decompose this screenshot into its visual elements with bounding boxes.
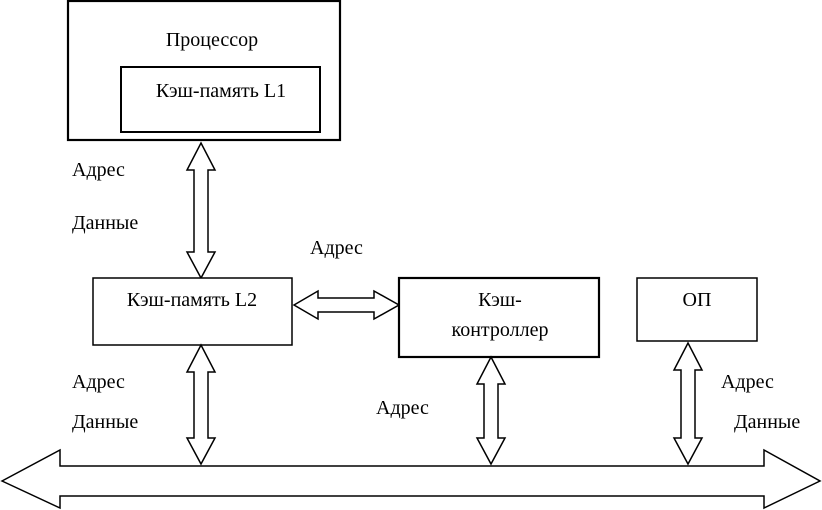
cache-l1-block [120,66,321,133]
system-bus-arrow [0,448,822,510]
l2-controller-double-arrow [292,289,401,321]
l2-bus-data-label: Данные [72,411,138,433]
memory-bus-data-label: Данные [734,411,800,433]
cache-l2-label: Кэш-память L2 [127,289,257,311]
controller-bus-double-arrow [475,355,507,466]
l2-bus-address-label: Адрес [72,371,125,393]
memory-bus-address-label: Адрес [721,371,774,393]
cpu-l2-double-arrow [185,141,217,280]
main-memory-block [636,277,758,342]
cpu-l2-data-label: Данные [72,212,138,234]
cache-l2-block [92,277,293,346]
cache-controller-line2: контроллер [452,319,549,341]
main-memory-label: ОП [683,289,712,311]
cache-controller-block [397,276,601,359]
processor-title: Процессор [166,29,258,51]
l2-controller-address-label: Адрес [310,237,363,259]
cache-l1-label: Кэш-память L1 [156,80,286,102]
cpu-l2-address-label: Адрес [72,159,125,181]
cache-controller-line1: Кэш- [478,289,522,311]
controller-bus-address-label: Адрес [376,397,429,419]
memory-bus-double-arrow [672,341,704,466]
l2-bus-double-arrow [185,343,217,466]
